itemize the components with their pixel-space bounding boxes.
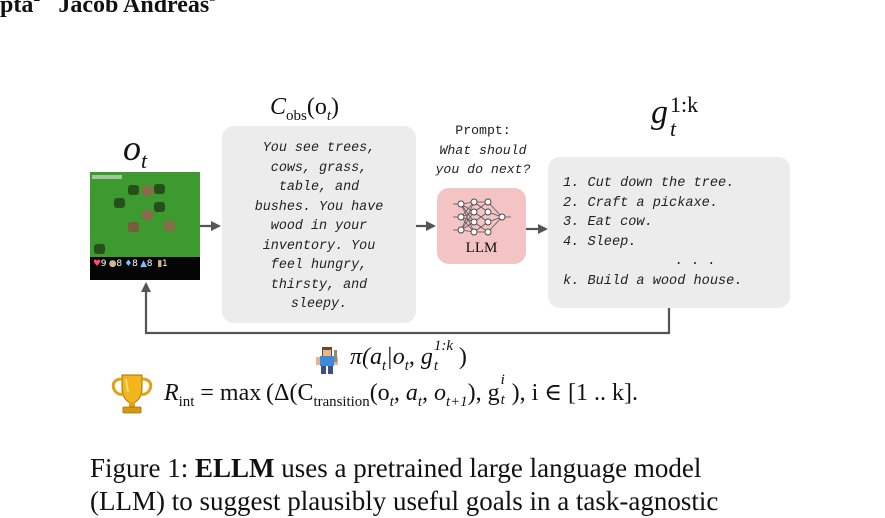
author-affil-2: 2 — [33, 0, 40, 5]
player-tile — [142, 210, 153, 220]
caption-line-2: (LLM) to suggest plausibly useful goals … — [90, 486, 719, 516]
llm-label: LLM — [465, 240, 498, 256]
state-label: ot — [123, 128, 148, 174]
inventory-readout: ♥9 ●8 ♦8 ▲8 ▮1 — [93, 259, 168, 269]
list-item: 4. Sleep. — [563, 234, 637, 250]
tree-tile — [94, 244, 105, 254]
crafter-game-frame: ♥9 ●8 ♦8 ▲8 ▮1 — [90, 172, 200, 280]
author-affil-3: 3 — [209, 0, 216, 5]
author-line: pta2 Jacob Andreas3 — [0, 0, 216, 19]
ellipsis: . . . — [675, 254, 716, 270]
policy-equation: π(at|ot, g 1:k t ) — [350, 338, 467, 374]
list-item: 2. Craft a pickaxe. — [563, 195, 718, 211]
tree-tile — [114, 198, 125, 208]
inventory-bar — [90, 257, 200, 280]
cow-tile — [142, 186, 153, 196]
captioner-label: Cobs(ot) — [270, 94, 340, 124]
caption-line-1: Figure 1: ELLM uses a pretrained large l… — [90, 453, 702, 483]
author-name: Jacob Andreas — [58, 0, 210, 18]
list-item: k. Build a wood house. — [563, 273, 743, 289]
game-status-strip — [92, 175, 122, 179]
agent-sprite-icon — [316, 347, 338, 374]
arrow-feedback-loop — [141, 282, 671, 335]
goal-list: 1. Cut down the tree. 2. Craft a pickaxe… — [563, 174, 788, 292]
table-tile — [128, 222, 139, 232]
neural-network-icon — [453, 198, 511, 236]
prompt-title: Prompt: — [455, 123, 511, 138]
author-fragment: pta — [0, 0, 34, 18]
prompt-text: Prompt: What should you do next? — [418, 121, 548, 180]
reward-equation: Rint = max (Δ(Ctransition(ot, at, ot+1),… — [164, 372, 638, 410]
observation-caption-box — [222, 126, 416, 323]
list-item: 3. Eat cow. — [563, 215, 653, 231]
observation-caption-text: You see trees, cows, grass, table, and b… — [254, 141, 384, 312]
tree-tile — [154, 184, 165, 194]
list-item: 1. Cut down the tree. — [563, 176, 735, 191]
figure-caption: Figure 1: ELLM uses a pretrained large l… — [90, 452, 880, 518]
tree-tile — [128, 185, 139, 195]
goal-suggestions-box — [548, 157, 790, 308]
tree-tile — [154, 202, 165, 212]
goals-label: g 1:k t — [651, 92, 699, 141]
trophy-icon — [111, 374, 153, 414]
cow-tile — [164, 221, 175, 231]
llm-box — [437, 188, 526, 264]
